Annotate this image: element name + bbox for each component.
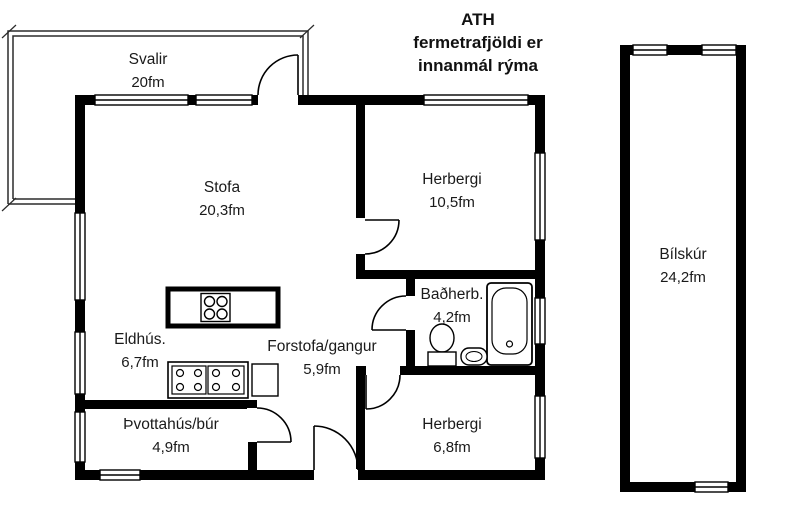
plan-note-line2: fermetrafjöldi er — [413, 33, 543, 52]
door-swings — [256, 54, 407, 471]
room-name: Stofa — [203, 179, 241, 196]
room-area: 20fm — [131, 74, 165, 91]
stove-icon — [200, 292, 231, 323]
room-area: 6,7fm — [121, 354, 159, 371]
bathroom-fixtures — [427, 282, 533, 367]
balcony-railing — [1, 24, 315, 212]
door-openings — [247, 94, 416, 481]
room-label-badherbergi: Baðherb. 4,2fm — [421, 283, 484, 329]
room-name: Eldhús. — [114, 331, 166, 348]
room-area: 20,3fm — [199, 202, 245, 219]
room-label-bilskur: Bílskúr 24,2fm — [659, 243, 706, 289]
dishwasher-icon — [251, 363, 279, 397]
room-label-thvottahus: Þvottahús/búr 4,9fm — [123, 413, 219, 459]
room-label-svalir: Svalir 20fm — [129, 48, 168, 94]
room-area: 4,9fm — [152, 439, 190, 456]
appliance-icon — [171, 365, 207, 395]
kitchen-counter — [167, 361, 279, 399]
room-name: Bílskúr — [659, 246, 707, 263]
room-label-forstofa: Forstofa/gangur 5,9fm — [267, 335, 376, 381]
room-area: 10,5fm — [429, 194, 475, 211]
room-name: Baðherb. — [420, 286, 484, 303]
appliance-icon — [207, 365, 245, 395]
room-name: Herbergi — [422, 416, 482, 433]
plan-note: ATH fermetrafjöldi er innanmál rýma — [413, 8, 542, 77]
room-area: 4,2fm — [433, 309, 471, 326]
windows — [74, 44, 737, 493]
plan-note-line3: innanmál rýma — [418, 56, 538, 75]
room-name: Svalir — [128, 51, 168, 68]
room-area: 6,8fm — [433, 439, 471, 456]
room-label-herbergi-1: Herbergi 10,5fm — [422, 168, 481, 214]
room-label-herbergi-2: Herbergi 6,8fm — [422, 413, 481, 459]
room-area: 5,9fm — [303, 361, 341, 378]
toilet-icon — [427, 323, 457, 367]
kitchen-island — [165, 286, 281, 329]
room-label-eldhus: Eldhús. 6,7fm — [114, 328, 166, 374]
room-name: Þvottahús/búr — [123, 416, 219, 433]
room-area: 24,2fm — [660, 269, 706, 286]
garage-walls — [620, 45, 746, 492]
room-label-stofa: Stofa 20,3fm — [199, 176, 245, 222]
bathtub-icon — [486, 282, 533, 366]
room-name: Herbergi — [422, 171, 482, 188]
sink-icon — [460, 347, 488, 366]
plan-note-line1: ATH — [461, 10, 495, 29]
room-name: Forstofa/gangur — [267, 338, 377, 355]
